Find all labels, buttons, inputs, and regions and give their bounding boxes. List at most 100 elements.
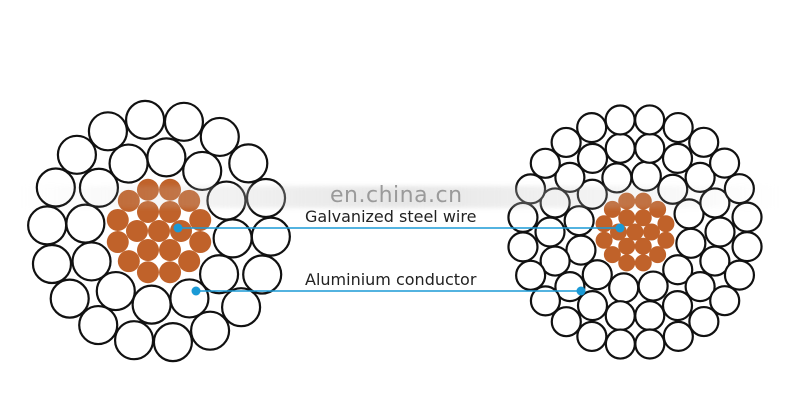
- right-cable-aluminium-wire: [576, 112, 608, 144]
- right-cable-aluminium-wire: [515, 259, 547, 291]
- right-cable-aluminium-wire: [662, 111, 694, 144]
- right-cable-aluminium-wire: [576, 320, 608, 353]
- left-cable-steel-wire: [178, 189, 201, 212]
- right-cable-aluminium-wire: [604, 132, 636, 164]
- left-cable-aluminium-wire: [152, 322, 194, 363]
- right-cable-aluminium-wire: [684, 271, 716, 303]
- left-cable-steel-wire: [126, 220, 148, 242]
- right-cable-steel-wire: [618, 237, 636, 255]
- left-cable-aluminium-wire: [189, 310, 231, 351]
- left-cable-steel-wire: [137, 239, 159, 262]
- right-cable-steel-wire: [634, 209, 652, 227]
- left-cable-aluminium-wire: [95, 270, 136, 312]
- right-cable-steel-wire: [603, 246, 621, 264]
- left-cable-aluminium-wire: [78, 304, 119, 346]
- right-cable-aluminium-wire: [688, 305, 720, 338]
- left-cable-aluminium-wire: [199, 116, 240, 158]
- left-cable-steel-wire: [117, 189, 140, 212]
- left-cable-aluminium-wire: [242, 254, 283, 295]
- left-cable-aluminium-wire: [131, 284, 172, 325]
- left-cable-aluminium-wire: [71, 241, 112, 282]
- steel-leader-dot-left: [173, 223, 183, 233]
- left-cable-aluminium-wire: [228, 143, 269, 184]
- left-cable-aluminium-wire: [182, 150, 223, 192]
- aluminium-leader-dot-right: [576, 286, 586, 296]
- label-aluminium-conductor: Aluminium conductor: [305, 270, 477, 289]
- right-cable-aluminium-wire: [576, 290, 609, 322]
- right-cable-aluminium-wire: [550, 306, 582, 338]
- right-cable-steel-wire: [626, 223, 644, 241]
- right-cable-aluminium-wire: [673, 198, 705, 230]
- right-cable-aluminium-wire: [709, 285, 741, 317]
- right-cable-aluminium-wire: [565, 234, 597, 266]
- steel-leader-dot-right: [615, 223, 625, 233]
- left-cable-steel-wire: [106, 231, 129, 254]
- right-cable-aluminium-wire: [529, 147, 561, 179]
- right-cable-aluminium-wire: [576, 142, 609, 174]
- left-cable-aluminium-wire: [27, 205, 68, 246]
- watermark-band: [20, 186, 780, 208]
- right-cable-aluminium-wire: [731, 201, 763, 233]
- right-cable-steel-wire: [634, 192, 652, 210]
- left-cable-aluminium-wire: [163, 101, 205, 142]
- left-cable-aluminium-wire: [31, 243, 73, 285]
- left-cable-aluminium-wire: [206, 180, 247, 221]
- left-cable-aluminium-wire: [220, 287, 262, 328]
- left-cable-aluminium-wire: [87, 111, 129, 152]
- right-cable-steel-wire: [618, 254, 636, 272]
- right-cable-aluminium-wire: [634, 104, 666, 136]
- right-cable-aluminium-wire: [604, 104, 636, 136]
- right-cable-aluminium-wire: [634, 132, 666, 164]
- right-cable-aluminium-wire: [699, 245, 731, 277]
- right-cable-aluminium-wire: [507, 201, 539, 233]
- right-cable-aluminium-wire: [539, 187, 571, 219]
- right-cable-aluminium-wire: [634, 328, 666, 360]
- right-cable-steel-wire: [634, 237, 652, 255]
- aluminium-leader-dot-left: [191, 286, 201, 296]
- left-cable-aluminium-wire: [169, 278, 210, 319]
- left-cable-steel-wire: [137, 200, 159, 223]
- left-cable-aluminium-wire: [56, 134, 98, 175]
- left-cable-aluminium-wire: [65, 203, 106, 244]
- right-cable-aluminium-wire: [723, 173, 755, 205]
- left-cable-aluminium-wire: [212, 218, 253, 259]
- left-cable-aluminium-wire: [35, 167, 76, 208]
- left-cable-aluminium-wire: [113, 320, 155, 361]
- left-cable-steel-wire: [136, 261, 159, 284]
- right-cable-aluminium-wire: [550, 126, 582, 159]
- right-cable-aluminium-wire: [581, 259, 613, 291]
- right-cable-aluminium-wire: [675, 227, 707, 259]
- right-cable-aluminium-wire: [604, 328, 636, 360]
- right-cable-aluminium-wire: [507, 231, 539, 263]
- right-cable-steel-wire: [603, 200, 621, 218]
- right-cable-aluminium-wire: [514, 173, 547, 205]
- right-cable-aluminium-wire: [688, 126, 720, 158]
- left-cable-aluminium-wire: [108, 143, 149, 184]
- left-cable-steel-wire: [159, 261, 182, 284]
- right-cable-steel-wire: [657, 215, 675, 233]
- right-cable-steel-wire: [595, 231, 613, 249]
- watermark: en.china.cn: [330, 183, 463, 208]
- left-cable-steel-wire: [117, 250, 140, 273]
- right-cable-aluminium-wire: [634, 300, 666, 332]
- right-cable-aluminium-wire: [534, 216, 566, 248]
- right-cable-steel-wire: [649, 200, 667, 218]
- left-cable-steel-wire: [178, 250, 201, 273]
- right-cable-aluminium-wire: [704, 216, 736, 248]
- right-cable-aluminium-wire: [731, 231, 763, 263]
- left-cable-steel-wire: [159, 200, 181, 223]
- right-cable-steel-wire: [657, 231, 675, 249]
- right-cable-aluminium-wire: [708, 147, 741, 179]
- left-cable-aluminium-wire: [245, 177, 287, 219]
- left-cable-steel-wire: [136, 178, 159, 201]
- right-cable-aluminium-wire: [554, 161, 586, 193]
- left-cable-steel-wire: [159, 239, 181, 262]
- right-cable-aluminium-wire: [608, 272, 640, 304]
- label-galvanized-steel-wire: Galvanized steel wire: [305, 207, 477, 226]
- right-cable-aluminium-wire: [563, 205, 595, 237]
- right-cable-steel-wire: [634, 254, 652, 272]
- right-cable-aluminium-wire: [723, 259, 756, 291]
- left-cable-steel-wire: [189, 208, 212, 231]
